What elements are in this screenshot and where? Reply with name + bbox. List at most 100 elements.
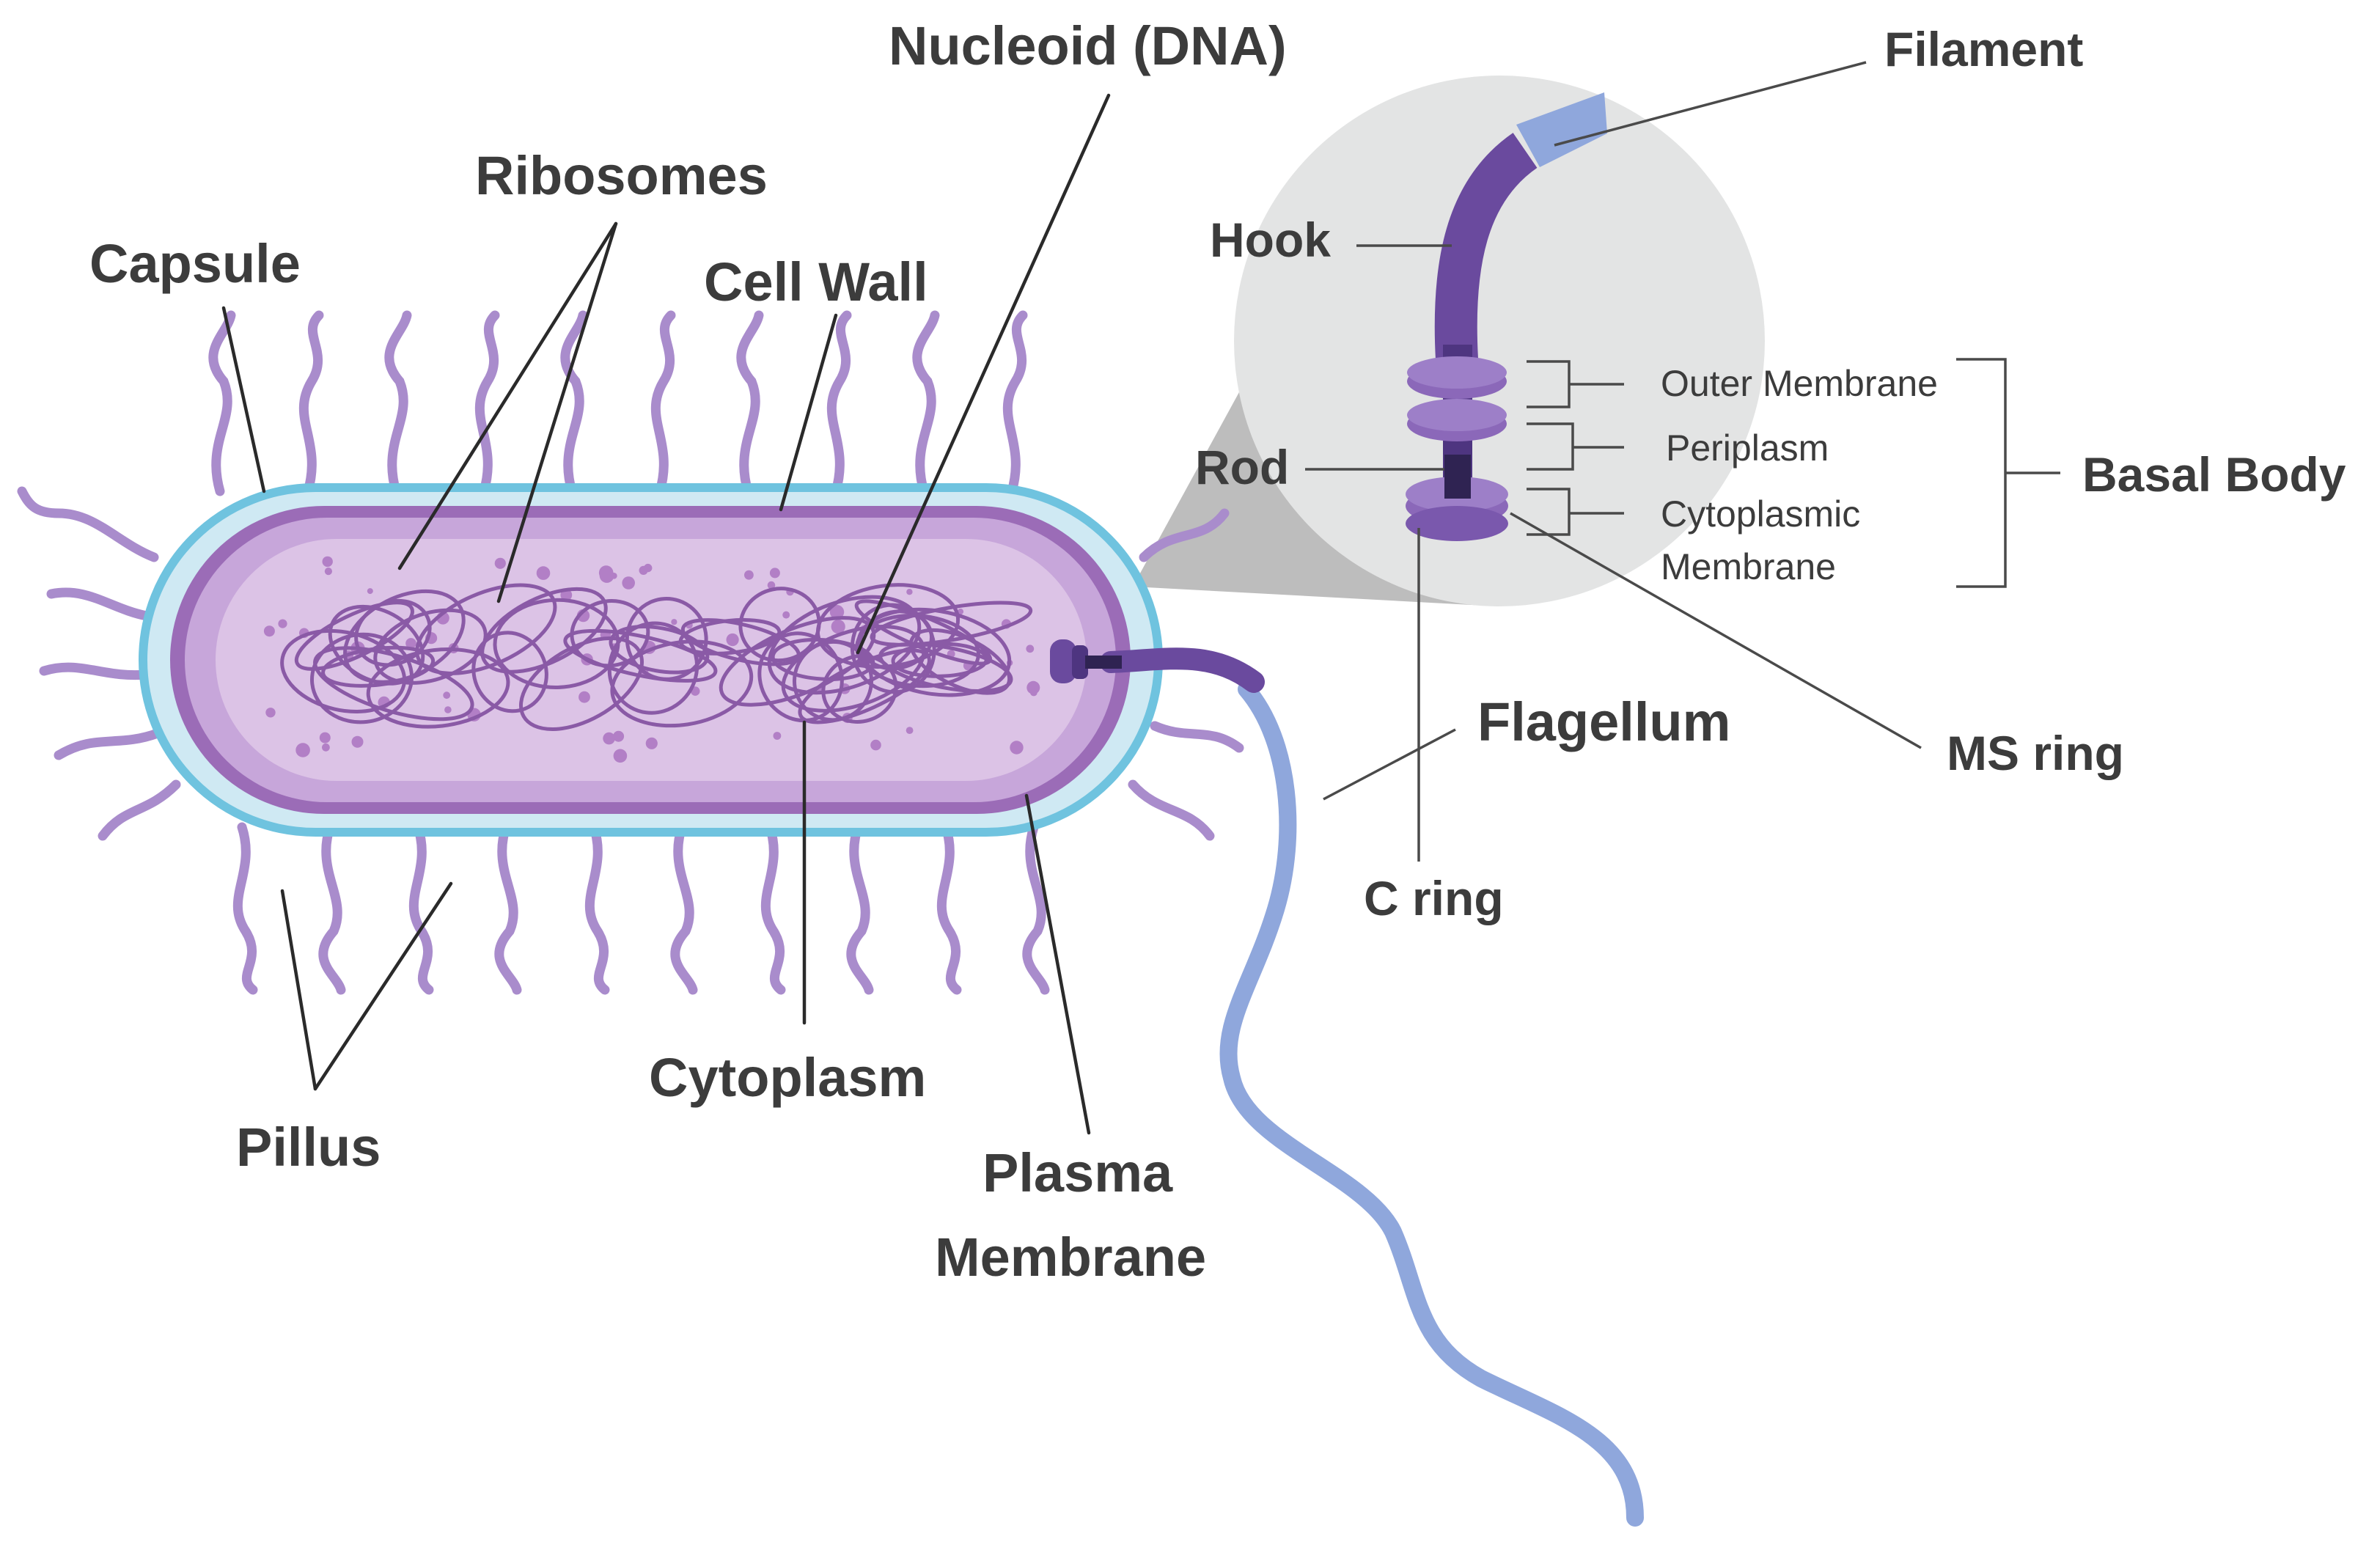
label-cytoplasm: Cytoplasm	[649, 1047, 926, 1108]
pilus	[494, 822, 522, 995]
dna-strand	[610, 639, 754, 728]
label-cytoplasmic-membrane-line2: Membrane	[1661, 546, 1836, 587]
pilus	[208, 310, 236, 496]
leader-flagellum	[1323, 728, 1456, 801]
pilus	[936, 822, 962, 995]
pilus	[318, 822, 346, 995]
ribosome-dot	[351, 735, 364, 748]
ribosome-dot	[957, 609, 964, 615]
ribosome-dot	[906, 589, 913, 595]
flagellum-basal-motor	[1050, 639, 1076, 683]
pilus	[474, 310, 500, 496]
ribosome-dot	[613, 730, 625, 742]
ribosome-dot	[645, 737, 658, 749]
leader-plasma-membrane	[1024, 793, 1091, 1135]
ribosome-dot	[829, 605, 845, 620]
dna-strand	[678, 617, 782, 656]
ribosome-dot	[560, 589, 573, 601]
dna-strand	[563, 628, 718, 683]
dna-strand	[471, 631, 548, 713]
ribosome-dot	[295, 743, 310, 757]
pilus	[584, 822, 610, 995]
leader-ribosome-2	[496, 221, 618, 603]
cytoplasmic-ring	[1406, 506, 1508, 541]
dna-strand	[878, 642, 1013, 693]
leader-capsule	[221, 306, 266, 493]
label-flagellum: Flagellum	[1477, 691, 1730, 752]
ribosome-dot	[444, 706, 452, 713]
bracket-periplasm	[1527, 422, 1624, 471]
ribosome-dot	[598, 565, 614, 580]
pilus	[670, 822, 698, 995]
dna-strand	[310, 632, 414, 724]
leader-pillus-2	[313, 881, 453, 1091]
ribosome-dot	[726, 633, 739, 647]
pilus	[650, 310, 676, 496]
leader-ribosome-1	[397, 221, 618, 570]
label-c-ring: C ring	[1364, 871, 1504, 925]
pilus	[46, 587, 152, 621]
ribosome-dot	[443, 691, 451, 700]
label-nucleoid: Nucleoid (DNA)	[889, 15, 1287, 76]
flagellum-basal-ring	[1072, 645, 1088, 679]
dna-strand	[850, 603, 936, 694]
ribosome-dot	[1026, 645, 1035, 653]
pilus	[17, 486, 159, 562]
pilus	[1139, 508, 1230, 562]
label-capsule: Capsule	[89, 233, 301, 294]
ribosome-dot	[671, 619, 677, 625]
label-periplasm: Periplasm	[1666, 427, 1829, 469]
flagellum-rod	[1085, 656, 1122, 669]
pilus	[1128, 779, 1215, 841]
ribosome-dot	[278, 619, 287, 628]
label-rod: Rod	[1195, 440, 1289, 494]
ribosome-dot	[769, 568, 780, 579]
leader-pillus-1	[280, 889, 317, 1091]
ribosome-dot	[324, 568, 332, 576]
flagellar-motor-zoom	[1406, 92, 1607, 541]
dna-strand	[767, 595, 922, 695]
label-ms-ring: MS ring	[1947, 726, 2124, 780]
label-plasma-membrane-line2: Membrane	[935, 1227, 1206, 1288]
ribosome-dot	[579, 691, 590, 703]
dna-strand	[607, 621, 699, 715]
pilus	[1150, 721, 1244, 753]
dna-strand	[821, 654, 898, 724]
dna-strand	[294, 601, 414, 671]
ribosome-dot	[1010, 741, 1024, 755]
pilus	[846, 822, 874, 995]
pilus	[39, 662, 152, 680]
bacterium-cell	[139, 483, 1163, 837]
dna-strand	[343, 589, 466, 684]
pilus	[826, 310, 852, 496]
leader-cell-wall	[779, 313, 838, 512]
pilus	[232, 822, 258, 995]
ribosome-dot	[367, 588, 373, 595]
pilus	[736, 310, 764, 496]
outer-membrane-ring-top	[1407, 356, 1507, 389]
leader-nucleoid	[856, 93, 1111, 655]
ribosome-dot	[263, 625, 275, 637]
ribosome-dot	[603, 732, 615, 745]
ribosome-dot	[536, 566, 551, 580]
dna-strand	[373, 608, 488, 685]
label-plasma-membrane-line1: Plasma	[983, 1142, 1173, 1203]
ribosome-dot	[773, 732, 782, 740]
ribosome-dot	[639, 565, 648, 576]
dna-strand	[856, 607, 1012, 697]
ribosome-dot	[613, 749, 628, 763]
pilus	[408, 822, 434, 995]
pilus	[384, 310, 412, 496]
dna-strand	[738, 587, 821, 663]
pilus	[912, 310, 940, 496]
ribosome-dot	[322, 743, 330, 752]
nucleoid-dna	[280, 583, 1033, 731]
label-hook: Hook	[1210, 213, 1331, 267]
ribosome-dot	[494, 557, 506, 569]
ribosome-dot	[870, 739, 881, 751]
ribosome-dot	[405, 638, 416, 649]
pilus	[1002, 310, 1028, 496]
label-basal-body: Basal Body	[2082, 447, 2346, 502]
leader-filament	[1554, 61, 1867, 147]
